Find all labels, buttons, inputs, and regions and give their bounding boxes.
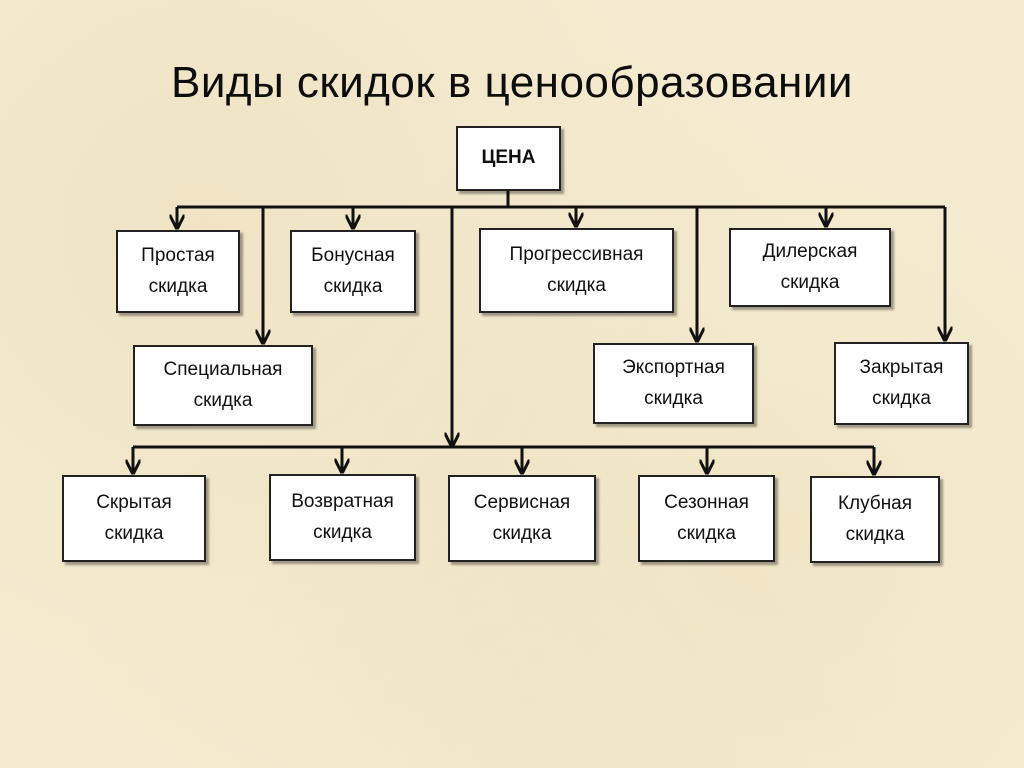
node-return-discount: Возвратная скидка	[269, 474, 416, 561]
node-closed-discount: Закрытая скидка	[834, 342, 969, 425]
node-hidden-discount: Скрытая скидка	[62, 475, 206, 562]
node-club-discount: Клубная скидка	[810, 476, 940, 563]
node-simple-discount: Простая скидка	[116, 230, 240, 313]
node-progressive-discount: Прогрессивная скидка	[479, 228, 674, 313]
slide-title: Виды скидок в ценообразовании	[170, 58, 854, 107]
node-special-discount: Специальная скидка	[133, 345, 313, 426]
node-export-discount: Экспортная скидка	[593, 343, 754, 424]
root-node-price: ЦЕНА	[456, 126, 561, 191]
node-dealer-discount: Дилерская скидка	[729, 228, 891, 307]
node-bonus-discount: Бонусная скидка	[290, 230, 416, 313]
node-seasonal-discount: Сезонная скидка	[638, 475, 775, 562]
node-service-discount: Сервисная скидка	[448, 475, 596, 562]
